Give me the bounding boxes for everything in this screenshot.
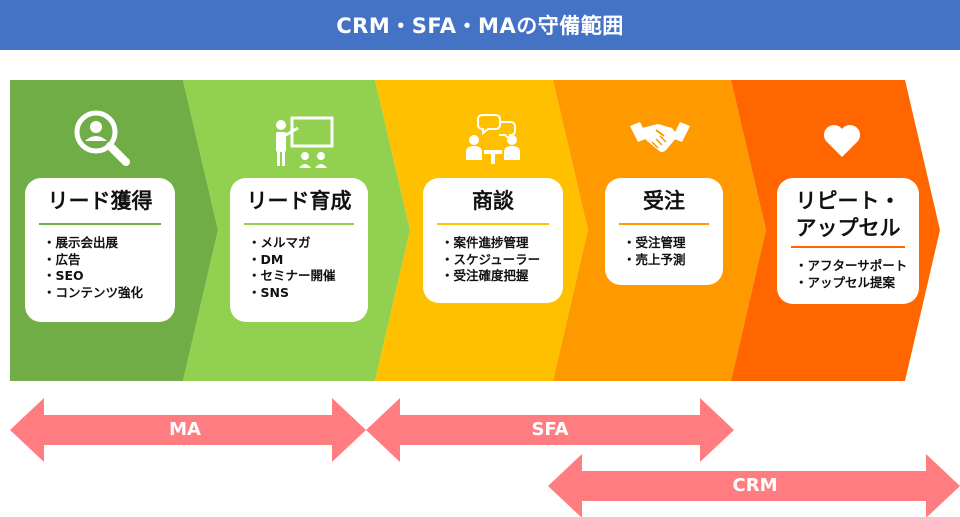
stage-item-list: 受注管理 売上予測 <box>605 235 723 268</box>
list-item: SEO <box>43 268 175 285</box>
stage-item-list: 展示会出展 広告 SEO コンテンツ強化 <box>25 235 175 301</box>
divider <box>437 223 549 225</box>
list-item: SNS <box>248 285 368 302</box>
list-item: アップセル提案 <box>795 275 919 292</box>
stage-card-repeat-upsell: リピート・ アップセル アフターサポート アップセル提案 <box>777 178 919 304</box>
presentation-icon <box>276 116 334 168</box>
stage-title-line2: アップセル <box>795 216 901 240</box>
list-item: 案件進捗管理 <box>441 235 563 252</box>
stage-card-lead-acquisition: リード獲得 展示会出展 広告 SEO コンテンツ強化 <box>25 178 175 322</box>
stage-title: リード育成 <box>246 189 352 213</box>
stage-title-line1: リピート・ <box>795 189 901 213</box>
stage-card-lead-nurturing: リード育成 メルマガ DM セミナー開催 SNS <box>230 178 368 322</box>
list-item: 受注確度把握 <box>441 268 563 285</box>
list-item: メルマガ <box>248 235 368 252</box>
stage-title: リード獲得 <box>47 189 153 213</box>
list-item: アフターサポート <box>795 258 919 275</box>
divider <box>791 246 905 248</box>
meeting-icon <box>466 114 520 164</box>
divider <box>244 223 354 225</box>
heart-icon <box>824 125 860 157</box>
stage-item-list: アフターサポート アップセル提案 <box>777 258 919 291</box>
list-item: セミナー開催 <box>248 268 368 285</box>
divider <box>39 223 161 225</box>
list-item: コンテンツ強化 <box>43 285 175 302</box>
list-item: 展示会出展 <box>43 235 175 252</box>
stage-item-list: 案件進捗管理 スケジューラー 受注確度把握 <box>423 235 563 285</box>
stage-card-negotiation: 商談 案件進捗管理 スケジューラー 受注確度把握 <box>423 178 563 303</box>
crm-range-arrow <box>548 454 960 517</box>
list-item: 売上予測 <box>623 252 723 269</box>
list-item: DM <box>248 252 368 269</box>
divider <box>619 223 709 225</box>
list-item: 受注管理 <box>623 235 723 252</box>
ma-range-label: MA <box>169 419 201 440</box>
sfa-range-label: SFA <box>531 419 569 440</box>
stage-title: 商談 <box>472 189 514 213</box>
stage-title: リピート・ アップセル <box>787 188 909 242</box>
stage-item-list: メルマガ DM セミナー開催 SNS <box>230 235 368 301</box>
handshake-icon <box>630 122 690 152</box>
sfa-range-arrow <box>366 398 734 462</box>
list-item: スケジューラー <box>441 252 563 269</box>
ma-range-arrow <box>10 398 366 462</box>
stage-title: 受注 <box>643 189 685 213</box>
stage-card-order: 受注 受注管理 売上予測 <box>605 178 723 285</box>
crm-range-label: CRM <box>732 475 778 496</box>
page-title: CRM・SFA・MAの守備範囲 <box>336 14 624 38</box>
list-item: 広告 <box>43 252 175 269</box>
search-person-icon <box>74 110 130 166</box>
page-title-bar: CRM・SFA・MAの守備範囲 <box>0 0 960 50</box>
